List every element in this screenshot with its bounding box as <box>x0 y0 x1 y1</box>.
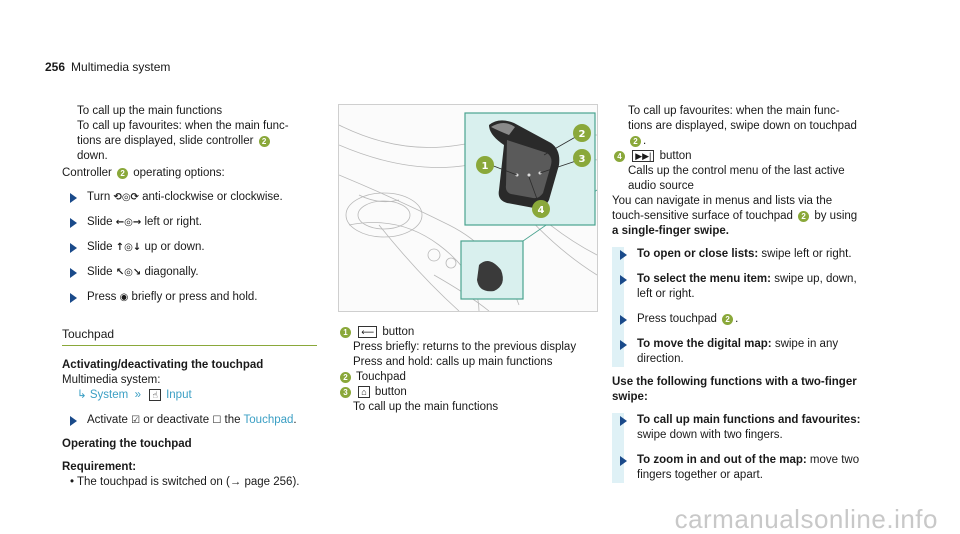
input-icon: ☝ <box>149 389 161 401</box>
callout-1: 1 <box>482 161 489 172</box>
back-icon: ⟵ <box>358 326 378 338</box>
column-middle: 1 ⟵ button Press briefly: returns to the… <box>338 325 596 415</box>
list-item: To select the menu item: swipe up, down, <box>612 272 874 287</box>
menu-arrow-icon: ↳ <box>77 389 87 401</box>
callout-2: 2 <box>579 129 586 140</box>
steps-block: To open or close lists: swipe left or ri… <box>612 247 874 367</box>
watermark: carmanualsonline.info <box>674 504 938 534</box>
section-title: Touchpad <box>62 327 317 346</box>
page-number: 256 <box>45 60 66 74</box>
arrow-icon <box>70 243 77 253</box>
home-icon: ⌂ <box>358 386 370 398</box>
list-item-continued: fingers together or apart. <box>637 469 763 481</box>
menu-system-link[interactable]: System <box>89 389 129 401</box>
callout-4: 4 <box>538 205 545 216</box>
arrow-icon <box>70 193 77 203</box>
list-item: Slide ↑◎↓ up or down. <box>62 240 317 255</box>
intro-line: down. <box>77 150 108 162</box>
caption-line: Calls up the control menu of the last ac… <box>628 165 845 177</box>
rotate-controller-icon: ⟲◎⟳ <box>113 192 139 203</box>
intro-line: To call up the main functions <box>77 105 223 117</box>
requirement-text: • The touchpad is switched on (→ page 25… <box>70 476 300 488</box>
page-header: 256 Multimedia system <box>45 60 170 75</box>
arrow-icon <box>70 293 77 303</box>
two-finger-heading: Use the following functions with a two-f… <box>612 376 857 388</box>
list-item: Slide ↖◎↘ diagonally. <box>62 265 317 280</box>
slide-horizontal-icon: ←◎→ <box>115 217 142 228</box>
requirement-label: Requirement: <box>62 461 137 473</box>
menu-path: ↳ System » ☝ Input <box>62 388 317 403</box>
fav-line: tions are displayed, swipe down on touch… <box>628 120 857 132</box>
fav-line: To call up favourites: when the main fun… <box>628 105 840 117</box>
steps-block-2: To call up main functions and favourites… <box>612 413 874 483</box>
intro-line: To call up favourites: when the main fun… <box>77 120 289 132</box>
caption-line: Press and hold: calls up main functions <box>353 356 553 368</box>
list-item: To move the digital map: swipe in any <box>612 337 874 352</box>
touchpad-link[interactable]: Touchpad <box>243 414 294 426</box>
menu-separator-icon: » <box>131 389 145 401</box>
arrow-icon <box>70 268 77 278</box>
callout-2: 2 <box>258 136 270 147</box>
two-finger-heading: swipe: <box>612 391 648 403</box>
caption-item: 4 ▶▶| button <box>612 149 874 164</box>
touchpad-illustration: 1 2 3 4 <box>339 112 597 311</box>
list-item: Slide ←◎→ left or right. <box>62 215 317 230</box>
controller-line: Controller 2 operating options: <box>62 167 225 179</box>
list-item: Press ◉ briefly or press and hold. <box>62 290 317 305</box>
intro-block: To call up the main functions To call up… <box>62 104 317 164</box>
nav-bold: a single-finger swipe <box>612 225 726 237</box>
arrow-icon <box>70 416 77 426</box>
list-item: Turn ⟲◎⟳ anti-clockwise or clockwise. <box>62 190 317 205</box>
intro-line: tions are displayed, slide controller <box>77 135 254 147</box>
callout-2: 2 <box>798 211 810 222</box>
callout-3: 3 <box>579 154 586 165</box>
list-item: To open or close lists: swipe left or ri… <box>612 247 874 262</box>
arrow-icon <box>70 218 77 228</box>
list-item: Press touchpad 2. <box>612 312 874 327</box>
list-item-continued: swipe down with two fingers. <box>637 429 783 441</box>
slide-diagonal-icon: ↖◎↘ <box>115 267 142 278</box>
column-right: To call up favourites: when the main fun… <box>612 104 874 483</box>
caption-line: audio source <box>628 180 694 192</box>
fav-block: To call up favourites: when the main fun… <box>612 104 874 149</box>
operating-heading: Operating the touchpad <box>62 438 192 450</box>
menu-path-label: Multimedia system: <box>62 374 161 386</box>
page-title: Multimedia system <box>71 60 171 74</box>
caption-item: 3 ⌂ button <box>338 385 596 400</box>
caption-line: To call up the main functions <box>353 401 499 413</box>
list-item-continued: left or right. <box>637 288 695 300</box>
nav-line: You can navigate in menus and lists via … <box>612 195 833 207</box>
list-item: To zoom in and out of the map: move two <box>612 453 874 468</box>
caption-line: Press briefly: returns to the previous d… <box>353 341 577 353</box>
skip-forward-icon: ▶▶| <box>632 150 655 162</box>
callout-2: 2 <box>630 136 641 147</box>
subheading: Activating/deactivating the touchpad <box>62 359 264 371</box>
column-left: To call up the main functions To call up… <box>62 104 317 490</box>
caption-item: 1 ⟵ button <box>338 325 596 340</box>
callout-2: 2 <box>117 168 129 179</box>
touchpad-figure: 1 2 3 4 <box>338 104 598 312</box>
slide-vertical-icon: ↑◎↓ <box>115 242 142 253</box>
list-item: To call up main functions and favourites… <box>612 413 874 428</box>
list-item: Activate ☑ or deactivate ☐ the Touchpad. <box>62 413 317 428</box>
caption-item: 2 Touchpad <box>338 370 596 385</box>
checkbox-empty-icon: ☐ <box>212 415 222 426</box>
list-item-continued: direction. <box>637 353 684 365</box>
checkbox-checked-icon: ☑ <box>131 415 141 426</box>
press-controller-icon: ◉ <box>119 292 129 303</box>
menu-input-link[interactable]: Input <box>166 389 192 401</box>
